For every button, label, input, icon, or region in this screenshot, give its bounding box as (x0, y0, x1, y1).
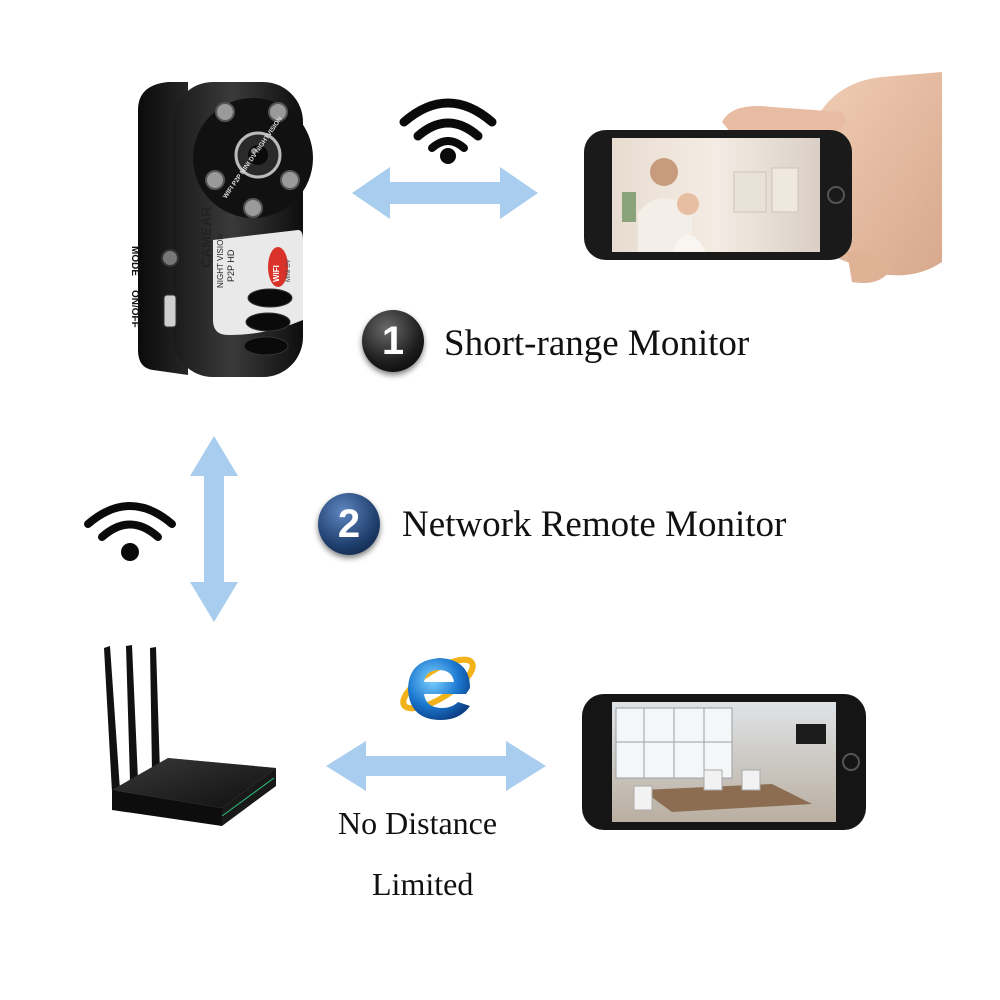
camera-p2p-label: P2P HD (226, 249, 236, 282)
no-distance-line-2: Limited (372, 866, 474, 902)
wifi-icon (399, 98, 497, 164)
bidirectional-arrow-icon (326, 741, 546, 791)
vertical-bidirectional-arrow-icon (190, 436, 238, 622)
step-2-badge: 2 (318, 493, 380, 555)
smartphone-remote (582, 694, 866, 830)
step-1-badge: 1 (362, 310, 424, 372)
wireless-router (104, 645, 276, 826)
step-1-label: Short-range Monitor (444, 323, 750, 364)
mini-camera-device (138, 82, 313, 377)
bidirectional-arrow-icon (352, 167, 538, 219)
camera-onoff-label: ON/OFF (129, 290, 140, 328)
camera-mode-label: MODE (129, 246, 140, 276)
camera-mini-dv-label: MINI DV (286, 259, 292, 282)
internet-explorer-icon (400, 656, 476, 720)
wifi-icon (84, 502, 176, 561)
step-1-number: 1 (381, 319, 405, 363)
step-2-label: Network Remote Monitor (402, 504, 787, 545)
camera-brand-label: CAMEAR (198, 206, 214, 268)
camera-wifi-label: WIFI (272, 265, 281, 282)
no-distance-line-1: No Distance (338, 805, 498, 841)
smartphone-short-range (584, 72, 942, 283)
camera-night-vision-label: NIGHT VISION (216, 233, 225, 288)
step-2-number: 2 (337, 502, 361, 546)
